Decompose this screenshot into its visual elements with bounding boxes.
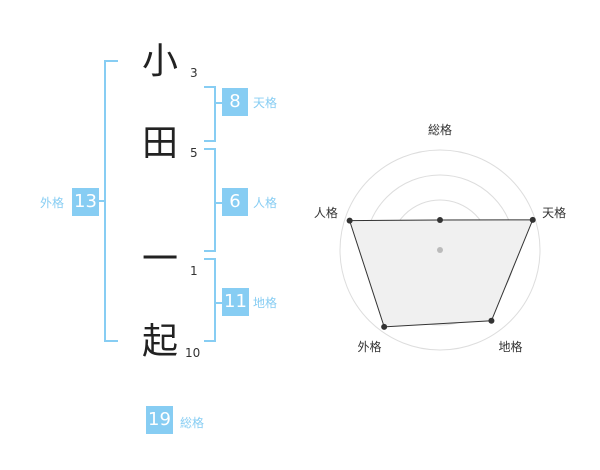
name-char-1: 小 (141, 41, 178, 82)
soukaku-badge: 19 (146, 406, 173, 434)
radar-grid-ring (339, 149, 541, 351)
tenkaku-bracket-stub (214, 102, 222, 104)
name-char-2: 田 (141, 123, 178, 164)
radar-point (346, 217, 353, 224)
stroke-count-2: 5 (190, 146, 198, 160)
radar-series-area (348, 219, 534, 328)
radar-axis-label: 人格 (314, 205, 338, 220)
tenkaku-badge: 8 (222, 88, 248, 116)
gaikaku-bracket-stub (98, 200, 106, 202)
chikaku-badge: 11 (222, 288, 249, 316)
tenkaku-label: 天格 (253, 96, 278, 110)
radar-point (381, 323, 388, 330)
radar-center-dot (437, 247, 443, 253)
gaikaku-label: 外格 (40, 196, 65, 210)
chikaku-bracket-stub (214, 302, 222, 304)
chikaku-label: 地格 (253, 296, 278, 310)
stroke-count-3: 1 (190, 264, 198, 278)
chikaku-bracket (204, 258, 216, 342)
jinkaku-bracket (204, 148, 216, 252)
radar-point (488, 317, 495, 324)
radar-axis-label: 天格 (542, 205, 566, 220)
jinkaku-bracket-stub (214, 202, 222, 204)
jinkaku-label: 人格 (253, 196, 278, 210)
stroke-count-1: 3 (190, 66, 198, 80)
stroke-count-4: 10 (185, 346, 201, 360)
radar-axis-label: 地格 (499, 339, 523, 354)
radar-point (529, 216, 536, 223)
gaikaku-badge: 13 (72, 188, 99, 216)
gaikaku-bracket (104, 60, 118, 342)
name-char-3: 一 (141, 239, 178, 280)
radar-point (437, 217, 443, 223)
tenkaku-bracket (204, 86, 216, 142)
radar-axis-label: 外格 (357, 339, 381, 354)
name-char-4: 起 (141, 321, 178, 362)
radar-axis-label: 総格 (428, 122, 452, 137)
soukaku-label: 総格 (180, 416, 205, 430)
jinkaku-badge: 6 (222, 188, 248, 216)
